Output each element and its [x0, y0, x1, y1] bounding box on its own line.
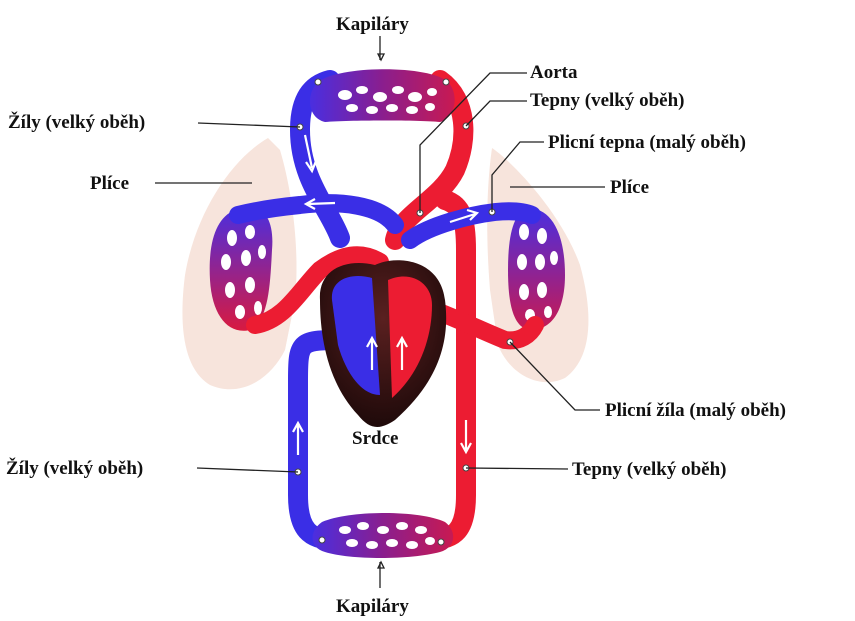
label-capillaries-top: Kapiláry: [336, 14, 409, 35]
capillary-bed-bottom: [313, 513, 454, 558]
label-pulmonary-artery: Plicní tepna (malý oběh): [548, 132, 746, 153]
label-pulmonary-vein: Plicní žíla (malý oběh): [605, 400, 786, 421]
label-arteries-bottom: Tepny (velký oběh): [572, 459, 727, 480]
label-arteries-top: Tepny (velký oběh): [530, 90, 685, 111]
label-veins-top: Žíly (velký oběh): [8, 111, 145, 133]
label-capillaries-bottom: Kapiláry: [336, 596, 409, 617]
artery-right-lower: [430, 200, 466, 540]
label-lung-right: Plíce: [610, 177, 649, 198]
label-heart: Srdce: [352, 428, 398, 449]
label-veins-bottom: Žíly (velký oběh): [6, 457, 143, 479]
label-lung-left: Plíce: [90, 173, 129, 194]
label-aorta: Aorta: [530, 62, 578, 83]
